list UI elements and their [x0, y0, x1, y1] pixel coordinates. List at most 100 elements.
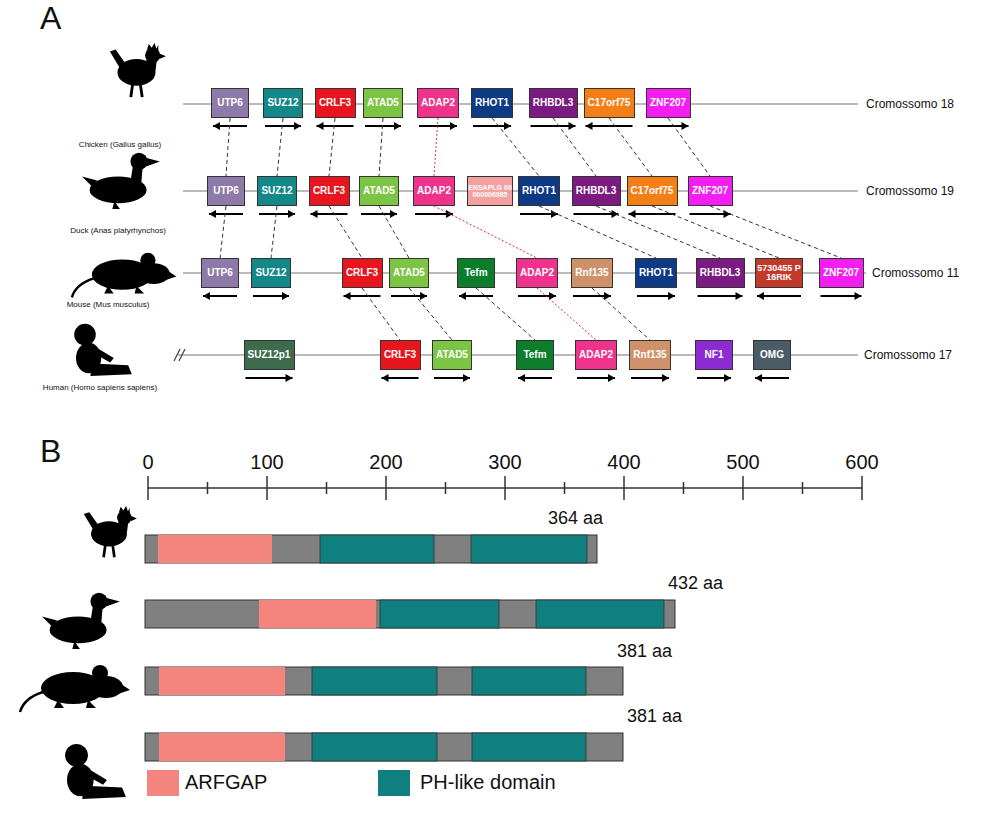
scale-tick: [564, 482, 566, 494]
gene-box: ADAP2: [417, 88, 459, 118]
ortholog-link: [379, 118, 383, 176]
gene-box: RHOT1: [635, 258, 677, 288]
arrow-head: [203, 292, 210, 300]
arrow-head: [382, 374, 389, 382]
arrow-head: [855, 292, 862, 300]
duck-part: [145, 158, 160, 168]
arrow-head: [724, 374, 731, 382]
arrow-head: [518, 374, 525, 382]
scale-tick: [623, 476, 625, 500]
gene-box: CRLF3: [380, 340, 421, 370]
protein-backbone: [145, 600, 675, 628]
gene-box: RHBDL3: [696, 258, 745, 288]
gene-name: Tefm: [464, 268, 487, 279]
arrow-head: [569, 122, 576, 130]
arrow-head: [286, 374, 293, 382]
arrow-head: [459, 292, 466, 300]
chicken-part: [159, 53, 166, 59]
legend-swatch: [378, 770, 410, 796]
gene-name: CRLF3: [313, 186, 345, 197]
gene-box: SUZ12: [257, 176, 297, 206]
mouse-part: [140, 253, 155, 268]
chicken-part: [84, 512, 98, 532]
ortholog-link: [271, 206, 277, 258]
gene-box: CRLF3: [342, 258, 383, 288]
scale-number: 500: [726, 451, 759, 474]
length-label: 381 aa: [627, 706, 682, 727]
scale-number: 600: [845, 451, 878, 474]
gene-name: ADAP2: [421, 98, 455, 109]
chromosome-label: Cromossomo 17: [864, 348, 952, 362]
gene-box: UTP6: [207, 176, 245, 206]
gene-box: ENSAPLG 00000006985: [467, 176, 513, 206]
duck-part: [82, 177, 97, 187]
duck-part: [112, 201, 120, 209]
chicken-part: [119, 506, 130, 514]
gene-name: RHBDL3: [533, 98, 574, 109]
ph-domain: [380, 600, 499, 628]
gene-name: Rnf135: [633, 350, 666, 361]
arrow-head: [504, 122, 511, 130]
species-name: Human (Homo sapiens sapiens): [43, 383, 157, 392]
gene-name: RHOT1: [522, 186, 556, 197]
gene-box: ATAD5: [432, 340, 472, 370]
human-part: [84, 769, 107, 785]
gene-box: RHOT1: [518, 176, 560, 206]
gene-box: ATAD5: [363, 88, 403, 118]
gene-name: ATAD5: [393, 268, 425, 279]
gene-box: C17orf75: [627, 176, 678, 206]
scale-tick: [326, 482, 328, 494]
arrow-head: [344, 292, 351, 300]
ph-domain: [312, 667, 437, 695]
duck-silhouette: [82, 153, 160, 209]
mouse-part: [104, 286, 144, 294]
gene-box: 5730455 P16RIK: [755, 258, 803, 288]
species-name: Duck (Anas platyrhynchos): [70, 226, 166, 235]
legend-text: ARFGAP: [185, 771, 267, 794]
chicken-part: [131, 84, 142, 97]
gene-name: 5730455 P16RIK: [756, 264, 802, 283]
gene-box: Tefm: [457, 258, 495, 288]
arrow-head: [608, 374, 615, 382]
ortholog-link: [277, 118, 283, 176]
gene-box: UTP6: [201, 258, 239, 288]
gene-name: CRLF3: [346, 268, 378, 279]
gene-box: ZNF207: [646, 88, 691, 118]
arfgap-domain: [259, 600, 376, 628]
scale-tick: [147, 476, 149, 500]
chromosome-label: Cromossomo 19: [866, 184, 954, 198]
arrow-head: [755, 374, 762, 382]
gene-box: ADAP2: [575, 340, 617, 370]
arrow-head: [450, 122, 457, 130]
arrow-head: [586, 122, 593, 130]
ortholog-link: [553, 118, 596, 176]
break-mark: [179, 349, 185, 361]
ortholog-link: [537, 288, 596, 340]
ortholog-link: [362, 288, 400, 340]
scale-number: 0: [142, 451, 153, 474]
ortholog-link: [329, 206, 362, 258]
chromosome-label: Cromossomo 11: [872, 266, 959, 280]
arrow-head: [394, 122, 401, 130]
gene-name: Tefm: [523, 350, 546, 361]
ph-domain: [472, 733, 586, 761]
length-label: 364 aa: [548, 508, 603, 529]
ortholog-link: [710, 206, 841, 258]
length-label: 432 aa: [668, 573, 723, 594]
gene-box: ADAP2: [413, 176, 455, 206]
gene-name: CRLF3: [319, 98, 351, 109]
gene-name: RHOT1: [475, 98, 509, 109]
gene-name: ZNF207: [650, 98, 686, 109]
gene-box: ADAP2: [516, 258, 558, 288]
ph-domain: [471, 535, 587, 563]
ortholog-link: [539, 206, 656, 258]
gene-box: SUZ12: [263, 88, 303, 118]
gene-box: ZNF207: [688, 176, 733, 206]
gene-name: ENSAPLG 00000006985: [468, 184, 512, 199]
arrow-head: [757, 292, 764, 300]
gene-box: UTP6: [211, 88, 249, 118]
gene-box: CRLF3: [309, 176, 350, 206]
